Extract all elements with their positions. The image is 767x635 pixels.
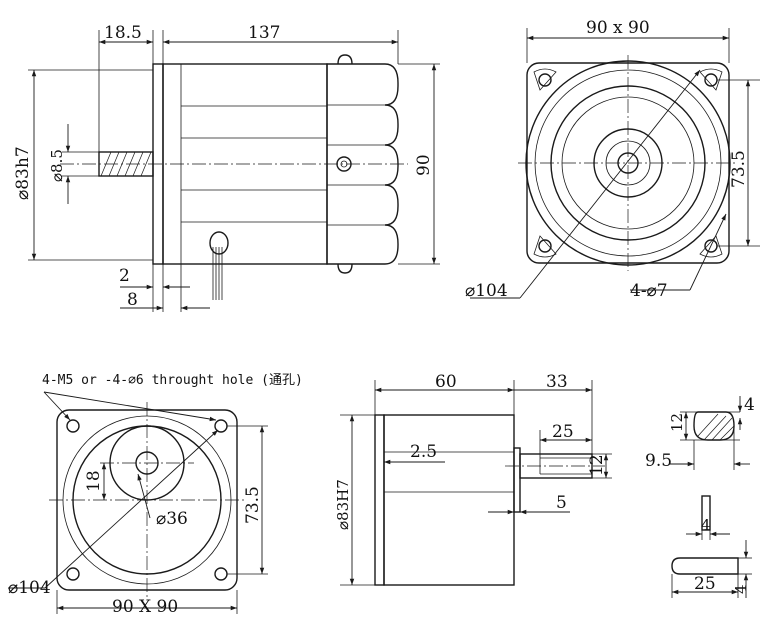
gearbox-dim-pcd: ⌀104 (8, 578, 51, 598)
gearbox-boss-side (513, 447, 521, 513)
dim-height: 90 (414, 154, 434, 176)
gearbox-dim-offset: 18 (84, 470, 104, 492)
front-dim-holes: 4-⌀7 (630, 281, 668, 301)
gearbox-hole-bl (66, 567, 80, 581)
gearbox-flange (374, 414, 385, 586)
front-dim-hole-spacing: 73.5 (729, 150, 749, 188)
gearbox-hole-note: 4-M5 or -4-⌀6 throught hole (通孔) (42, 373, 303, 388)
dim-gap: 2 (119, 266, 130, 286)
gearbox-dim-boss: ⌀36 (156, 509, 188, 529)
dim-shaft-offset: 8 (127, 290, 138, 310)
gearbox-front-view: 4-M5 or -4-⌀6 throught hole (通孔) 18 73.5… (8, 373, 303, 617)
gearbox-dim-shaft-dia: 12 (587, 454, 607, 476)
dim-shaft-dia: ⌀8.5 (48, 149, 66, 182)
shaft-dim-key-height: 4 (744, 395, 755, 415)
gearbox-side-view: 60 33 25 2.5 ⌀83H7 12 5 (334, 372, 612, 586)
front-hole-bl (538, 239, 552, 253)
dim-flange-to-body: 18.5 (104, 23, 142, 43)
dim-pilot-dia: ⌀83h7 (13, 146, 33, 200)
gearbox-dim-pilot: ⌀83H7 (334, 479, 352, 530)
gearbox-dim-body: 60 (435, 372, 457, 392)
gearbox-dim-key-length: 25 (552, 422, 574, 442)
front-hole-tl (538, 73, 552, 87)
gearbox-dim-shaft-length: 33 (546, 372, 568, 392)
key-dim-height: 4 (732, 584, 750, 594)
gearbox-dim-key-offset: 5 (556, 493, 567, 513)
key-dim-width: 4 (701, 516, 711, 534)
key-dim-length: 25 (694, 574, 716, 594)
front-dim-square: 90 x 90 (586, 18, 650, 38)
bottom-bolt-head (337, 263, 353, 274)
shaft-dim-dia: 12 (668, 413, 686, 432)
gearbox-hole-tl (66, 419, 80, 433)
gearbox-dim-hole-spacing: 73.5 (243, 486, 263, 524)
shaft-dim-flat: 9.5 (645, 451, 672, 471)
gearbox-body (383, 414, 515, 586)
shaft-key-details: 12 4 9.5 4 25 4 (645, 395, 755, 598)
key-side-view (671, 557, 739, 575)
shaft-section-hatching (697, 413, 735, 441)
gearbox-hole-tr (214, 419, 228, 433)
shaft-section (693, 411, 735, 441)
dim-body-length: 137 (248, 23, 280, 43)
gearbox-hole-br (214, 567, 228, 581)
motor-rear-cover (326, 63, 399, 265)
motor-side-view: 18.5 137 ⌀83h7 ⌀8.5 90 2 8 (13, 23, 440, 312)
gearbox-dim-square: 90 X 90 (112, 597, 178, 617)
top-bolt-head (337, 54, 353, 65)
gearbox-dim-flange: 2.5 (410, 442, 437, 462)
key-end-view (701, 495, 711, 531)
gearbox-output-shaft-side (519, 453, 593, 479)
motor-front-view: 90 x 90 73.5 ⌀104 4-⌀7 (465, 18, 760, 301)
front-dim-pcd: ⌀104 (465, 281, 508, 301)
